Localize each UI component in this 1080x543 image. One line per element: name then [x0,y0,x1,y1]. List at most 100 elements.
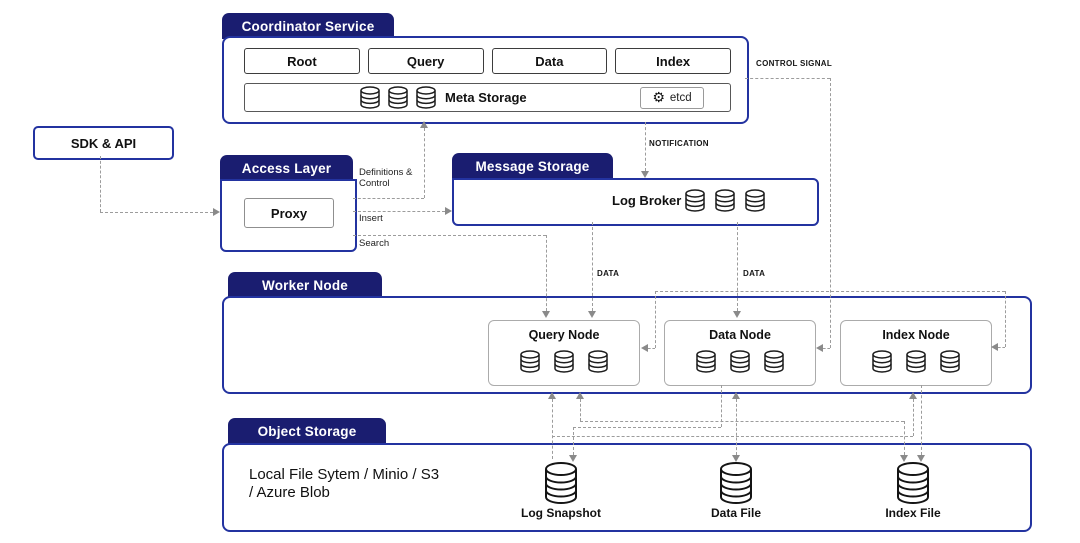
arrowhead-icon [548,392,556,399]
database-icon [727,349,753,379]
arrowhead-icon [909,392,917,399]
arrowhead-icon [445,207,452,215]
sdk-api-label: SDK & API [70,135,137,151]
edge-snapshot-indexnode [913,399,914,436]
edge-data-query [592,222,593,311]
arrowhead-icon [732,392,740,399]
data-label-left: DATA [597,269,620,278]
database-icon [385,85,411,110]
object-storage-backends: Local File Sytem / Minio / S3 / Azure Bl… [249,466,440,502]
edge-control-signal [655,291,656,348]
query-node-label: Query Node [528,328,600,342]
message-storage-tab: Message Storage [452,153,613,179]
notification-label: NOTIFICATION [649,139,709,148]
worker-node-tab: Worker Node [228,272,382,298]
database-icon [413,85,439,110]
edge-control-signal [830,78,831,348]
edge-datanode-snapshot [573,427,574,455]
search-label: Search [359,238,390,249]
arrowhead-icon [641,171,649,178]
query-coord-box: Query [367,48,484,74]
arrowhead-icon [641,344,648,352]
data-node-box: Data Node [664,320,816,386]
edge-querynode-indexfile [580,421,904,422]
edge-datanode-snapshot [573,427,721,428]
message-storage-box: Log Broker [452,178,819,226]
edge-querynode-indexfile [580,399,581,421]
etcd-gear-icon: ⚙ [652,89,665,106]
database-icon [682,188,708,218]
edge-querynode-indexfile [904,421,905,455]
access-layer-title: Access Layer [241,160,332,176]
arrowhead-icon [420,121,428,128]
data-label-right: DATA [743,269,766,278]
edge-defs-control [353,198,424,199]
root-coord-box: Root [244,48,360,74]
database-icon [693,349,719,379]
edge-datanode-datafile [736,399,737,455]
meta-storage-label: Meta Storage [445,90,527,105]
arrowhead-icon [991,343,998,351]
edge-control-signal [745,78,830,79]
database-icon [357,85,383,110]
edge-sdk-to-access [100,212,213,213]
index-node-box: Index Node [840,320,992,386]
etcd-box: ⚙ etcd [640,86,704,109]
edge-snapshot-indexnode [552,436,913,437]
coordinator-services-row: Root Query Data Index [244,48,731,74]
sdk-api-box: SDK & API [33,126,174,160]
object-storage-tab: Object Storage [228,418,386,444]
control-signal-label: CONTROL SIGNAL [756,59,833,68]
edge-control-signal [648,348,655,349]
edge-control-signal [823,348,830,349]
arrowhead-icon [542,311,550,318]
access-layer-box: Proxy [220,179,357,252]
database-icon [712,188,738,218]
index-coord-box: Index [615,48,731,74]
edge-notification [645,122,646,171]
object-storage-box: Local File Sytem / Minio / S3 / Azure Bl… [222,443,1032,532]
database-icon [761,349,787,379]
edge-indexnode-indexfile [921,385,922,455]
index-node-label: Index Node [882,328,950,342]
edge-data-datanode [737,222,738,311]
edge-control-signal [655,291,1005,292]
access-layer-tab: Access Layer [220,155,353,181]
meta-storage-box: Meta Storage ⚙ etcd [244,83,731,112]
index-file-label: Index File [885,506,941,520]
definitions-control-label: Definitions & Control [359,167,413,189]
data-coord-box: Data [491,48,608,74]
database-icon [937,349,963,379]
database-icon [517,349,543,379]
data-file-label: Data File [710,506,761,520]
data-file-db-icon [717,461,755,505]
database-icon [742,188,768,218]
arrowhead-icon [732,455,740,462]
edge-datanode-snapshot [721,385,722,427]
log-snapshot-label: Log Snapshot [521,506,601,520]
database-icon [551,349,577,379]
object-storage-title: Object Storage [257,423,357,439]
query-node-box: Query Node [488,320,640,386]
database-icon [903,349,929,379]
arrowhead-icon [900,455,908,462]
arrowhead-icon [816,344,823,352]
edge-sdk-to-access [100,156,101,212]
insert-label: Insert [359,213,383,224]
edge-insert [353,211,445,212]
edge-defs-control [424,128,425,198]
log-snapshot-db-icon [542,461,580,505]
database-icon [869,349,895,379]
edge-control-signal [998,347,1005,348]
database-icon [585,349,611,379]
etcd-label: etcd [669,91,692,104]
worker-node-title: Worker Node [262,277,348,293]
data-node-label: Data Node [709,328,771,342]
arrowhead-icon [917,455,925,462]
message-storage-title: Message Storage [475,158,590,174]
proxy-label: Proxy [270,205,308,221]
arrowhead-icon [569,455,577,462]
arrowhead-icon [733,311,741,318]
log-broker-label: Log Broker [612,193,682,208]
